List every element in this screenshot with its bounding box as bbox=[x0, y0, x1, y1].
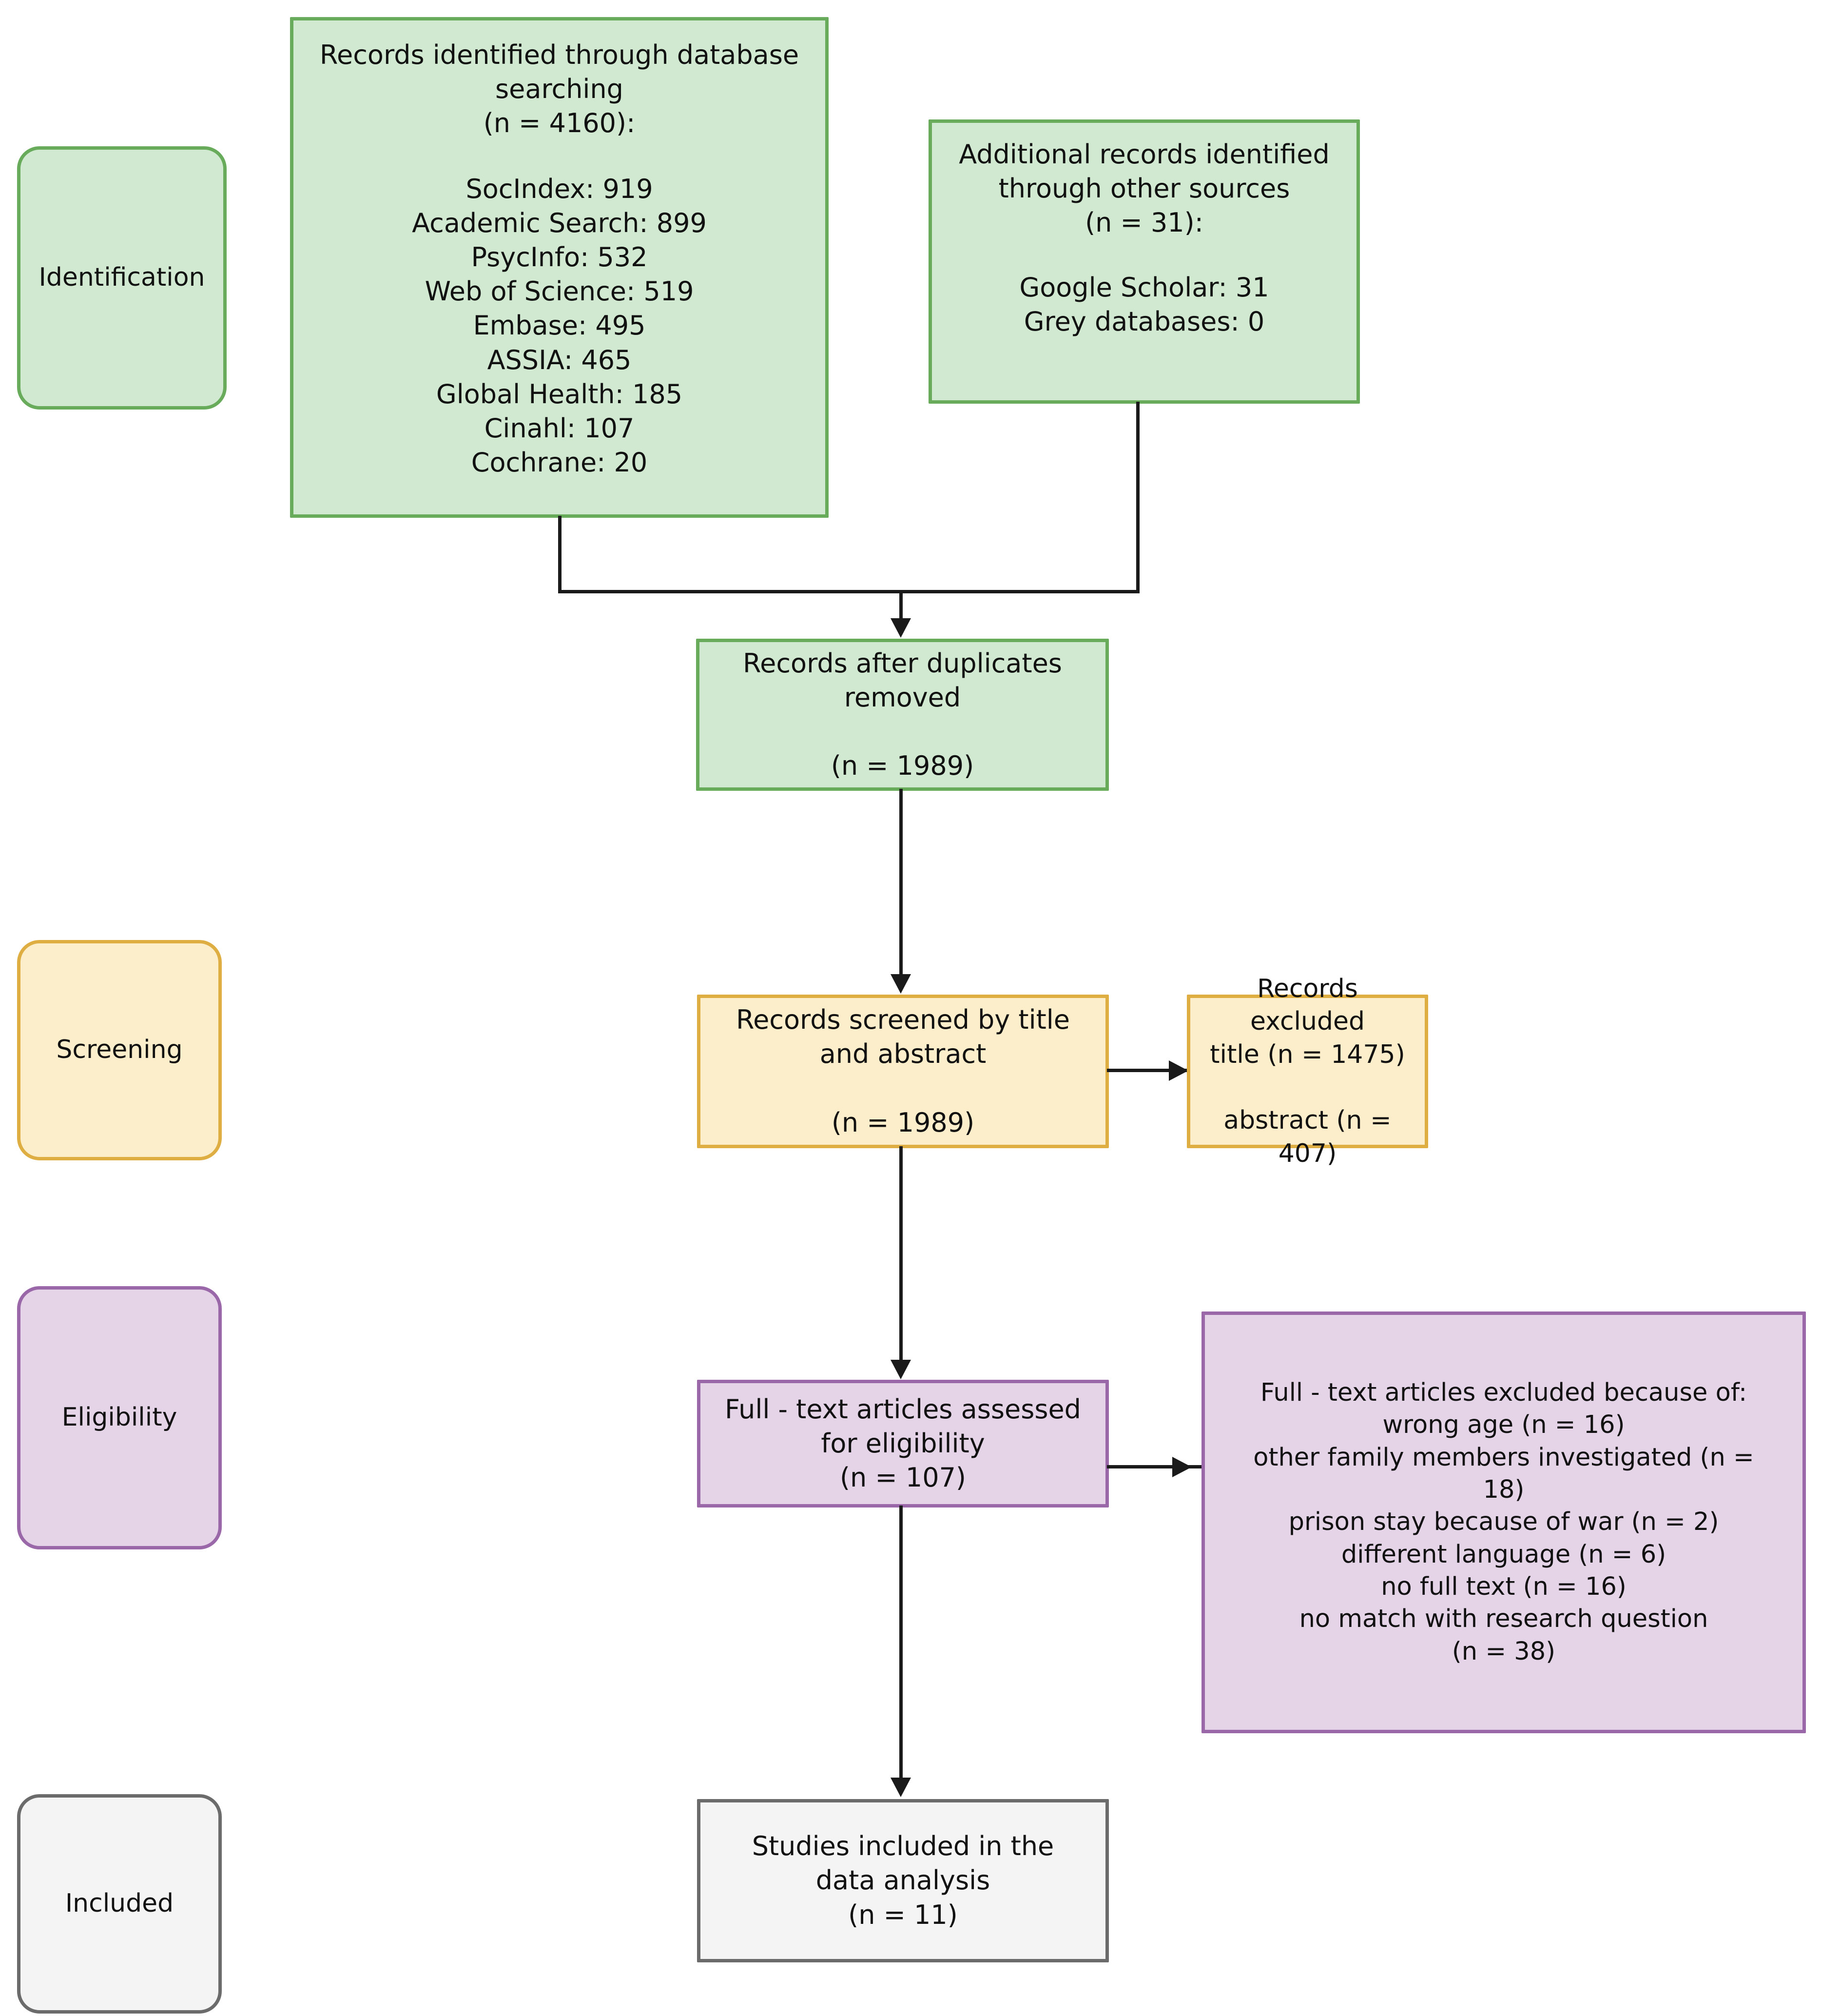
arrow-into-records-excluded bbox=[1169, 1060, 1188, 1081]
stage-label-screening: Screening bbox=[17, 940, 222, 1160]
node-other-sources-title: Additional records identified through ot… bbox=[959, 139, 1330, 238]
stage-label-included-text: Included bbox=[65, 1889, 174, 1918]
stage-label-eligibility-text: Eligibility bbox=[61, 1403, 177, 1432]
stage-label-screening-text: Screening bbox=[56, 1035, 183, 1065]
edge-other-drop bbox=[1136, 402, 1140, 593]
node-database-search: Records identified through database sear… bbox=[290, 17, 829, 518]
stage-label-identification: Identification bbox=[17, 146, 227, 410]
node-fulltext-excluded-text: Full - text articles excluded because of… bbox=[1253, 1378, 1754, 1666]
edge-fulltext-to-excluded bbox=[1107, 1465, 1202, 1468]
node-other-sources-sources: Google Scholar: 31 Grey databases: 0 bbox=[1019, 272, 1269, 337]
node-after-duplicates-text: Records after duplicates removed (n = 19… bbox=[743, 647, 1062, 782]
arrow-into-screened bbox=[891, 974, 911, 994]
node-fulltext-assessed-text: Full - text articles assessed for eligib… bbox=[725, 1393, 1081, 1493]
node-included-studies-text: Studies included in the data analysis (n… bbox=[752, 1831, 1054, 1930]
arrow-into-fulltext-excluded bbox=[1172, 1457, 1192, 1477]
edge-screened-to-excluded bbox=[1107, 1069, 1200, 1072]
node-fulltext-excluded: Full - text articles excluded because of… bbox=[1201, 1311, 1806, 1733]
edge-db-drop bbox=[558, 516, 562, 593]
node-included-studies: Studies included in the data analysis (n… bbox=[697, 1799, 1109, 1962]
edge-screened-to-fulltext bbox=[899, 1146, 903, 1361]
node-records-excluded: Records excluded title (n = 1475) abstra… bbox=[1187, 974, 1428, 1168]
arrow-into-fulltext-assessed bbox=[891, 1360, 911, 1379]
node-records-screened-text: Records screened by title and abstract (… bbox=[736, 1004, 1070, 1138]
stage-label-identification-text: Identification bbox=[39, 263, 205, 293]
node-records-excluded-text: Records excluded title (n = 1475) abstra… bbox=[1210, 974, 1405, 1168]
stage-label-included: Included bbox=[17, 1794, 222, 2014]
edge-merge-horizontal bbox=[558, 590, 1140, 593]
edge-merge-to-duplicates bbox=[899, 590, 903, 620]
arrow-into-included-studies bbox=[891, 1778, 911, 1797]
edge-fulltext-to-included bbox=[899, 1506, 903, 1779]
node-after-duplicates: Records after duplicates removed (n = 19… bbox=[696, 639, 1109, 791]
arrow-into-after-duplicates bbox=[891, 618, 911, 638]
stage-label-eligibility: Eligibility bbox=[17, 1286, 222, 1549]
node-database-search-sources: SocIndex: 919 Academic Search: 899 PsycI… bbox=[412, 173, 707, 478]
node-other-sources: Additional records identified through ot… bbox=[929, 119, 1360, 404]
node-database-search-title: Records identified through database sear… bbox=[319, 39, 799, 139]
node-records-screened: Records screened by title and abstract (… bbox=[697, 995, 1109, 1148]
edge-duplicates-to-screened bbox=[899, 789, 903, 975]
node-fulltext-assessed: Full - text articles assessed for eligib… bbox=[697, 1380, 1109, 1507]
